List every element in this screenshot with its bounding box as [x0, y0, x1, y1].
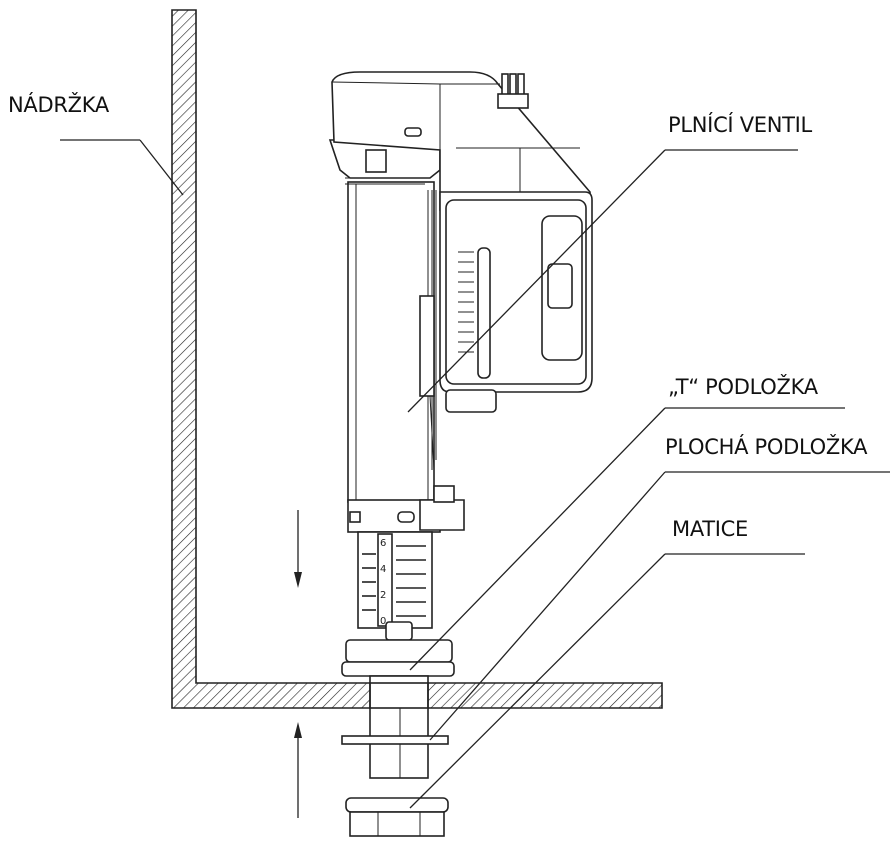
tank-wall	[171, 9, 663, 709]
nut	[345, 797, 449, 813]
t-washer-label-group: „T“ PODLOŽKA	[409, 374, 845, 671]
tank-label-group: NÁDRŽKA	[8, 92, 184, 196]
fill-valve-label: PLNÍCÍ VENTIL	[668, 112, 813, 137]
spring-coils	[362, 545, 426, 617]
nut-label: MATICE	[672, 517, 748, 541]
flat-washer-leader	[429, 471, 666, 741]
scale-mark-4: 4	[380, 564, 386, 575]
flat-washer-label-group: PLOCHÁ PODLOŽKA	[429, 434, 890, 741]
threaded-shank	[369, 675, 429, 779]
t-washer-label: „T“ PODLOŽKA	[668, 374, 819, 399]
tank-leader	[139, 139, 184, 196]
scale-mark-6: 6	[380, 538, 386, 549]
fill-valve: 6 4 2 0	[328, 71, 593, 837]
level-scale	[477, 247, 491, 379]
flat-washer-label: PLOCHÁ PODLOŽKA	[665, 434, 868, 459]
side-arm	[419, 295, 435, 397]
scale-mark-2: 2	[380, 590, 386, 601]
nut-leader	[409, 553, 666, 809]
fill-valve-label-group: PLNÍCÍ VENTIL	[407, 112, 813, 413]
t-washer-leader	[409, 407, 666, 671]
level-scale-ticks	[458, 251, 474, 353]
flat-washer	[341, 735, 449, 745]
float-window	[541, 215, 583, 361]
clip-lock	[419, 499, 465, 531]
telescopic-section	[357, 531, 433, 629]
scale-mark-0: 0	[380, 616, 386, 627]
nut-label-group: MATICE	[409, 517, 805, 809]
arrow-down	[294, 510, 302, 588]
cap-notch	[404, 127, 422, 137]
tank-label: NÁDRŽKA	[8, 92, 110, 117]
collar-clip	[365, 149, 387, 173]
arrow-up	[294, 722, 302, 818]
lower-scale-numbers: 6 4 2 0	[380, 538, 386, 627]
fill-valve-leader	[407, 149, 666, 413]
